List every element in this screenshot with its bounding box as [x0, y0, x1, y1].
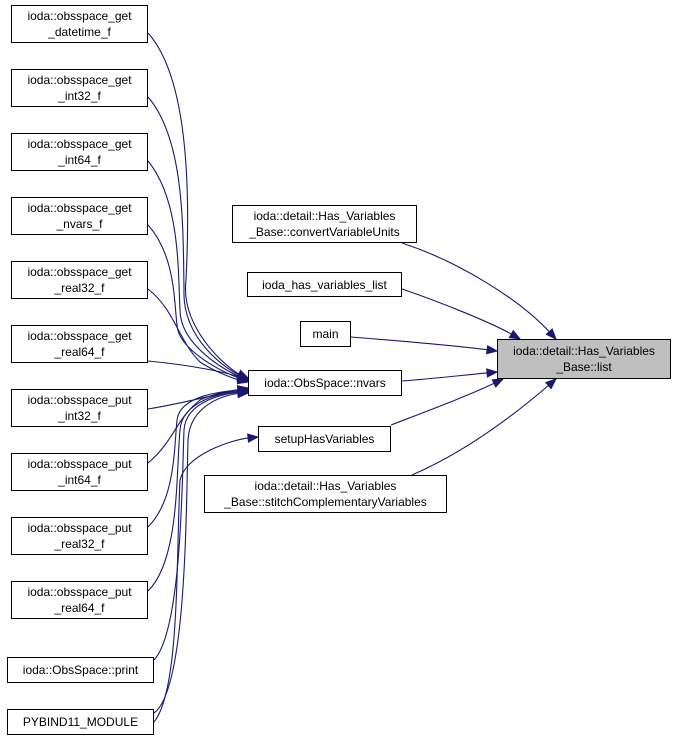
- edge-stitch-to-list: [411, 378, 558, 476]
- node-label: ioda::ObsSpace::print: [22, 663, 139, 677]
- node-label: ioda::detail::Has_Variables _Base::stitc…: [224, 479, 427, 509]
- node-label: setupHasVariables: [274, 432, 375, 446]
- node-get-int32[interactable]: ioda::obsspace_get _int32_f: [11, 69, 148, 107]
- node-label: ioda::obsspace_put _real64_f: [27, 585, 132, 615]
- node-label: ioda::obsspace_get _real64_f: [27, 329, 132, 359]
- node-put-real32[interactable]: ioda::obsspace_put _real32_f: [11, 517, 148, 555]
- node-nvars[interactable]: ioda::ObsSpace::nvars: [248, 370, 402, 396]
- node-label: PYBIND11_MODULE: [22, 715, 139, 729]
- node-label: ioda::obsspace_put _real32_f: [27, 521, 132, 551]
- node-list: ioda::detail::Has_Variables _Base::list: [497, 339, 671, 379]
- node-has-vars-list[interactable]: ioda_has_variables_list: [247, 272, 402, 297]
- node-label: ioda::obsspace_put _int64_f: [27, 457, 132, 487]
- node-convert-units[interactable]: ioda::detail::Has_Variables _Base::conve…: [232, 205, 417, 243]
- edge-get_real64-to-nvars: [147, 360, 250, 382]
- edge-setup-to-list: [390, 378, 505, 426]
- node-label: ioda::obsspace_get _real32_f: [27, 265, 132, 295]
- node-obs-print[interactable]: ioda::ObsSpace::print: [7, 657, 154, 683]
- node-pybind[interactable]: PYBIND11_MODULE: [7, 709, 154, 735]
- edge-pybind-to-nvars: [153, 388, 250, 714]
- node-get-int64[interactable]: ioda::obsspace_get _int64_f: [11, 133, 148, 171]
- edge-main-to-list: [350, 336, 499, 355]
- node-label: ioda::obsspace_get _datetime_f: [27, 9, 132, 39]
- node-label: ioda_has_variables_list: [262, 277, 387, 292]
- node-put-int32[interactable]: ioda::obsspace_put _int32_f: [11, 389, 148, 427]
- edge-convert_units-to-list: [401, 242, 557, 340]
- edge-nvars-to-list: [401, 368, 499, 382]
- node-label: main: [312, 327, 339, 341]
- edge-get_nvars-to-nvars: [147, 224, 250, 383]
- node-setup[interactable]: setupHasVariables: [258, 426, 391, 452]
- edge-get_int64-to-nvars: [147, 160, 250, 381]
- node-get-datetime[interactable]: ioda::obsspace_get _datetime_f: [11, 5, 148, 43]
- node-put-real64[interactable]: ioda::obsspace_put _real64_f: [11, 581, 148, 619]
- edge-has_vars_list-to-list: [401, 288, 522, 340]
- node-label: ioda::obsspace_get _int64_f: [27, 137, 132, 167]
- edge-pybind-to-setup: [153, 433, 260, 723]
- edge-put_int64-to-nvars: [147, 385, 250, 464]
- node-label: ioda::detail::Has_Variables _Base::list: [513, 344, 655, 374]
- node-label: ioda::obsspace_get _int32_f: [27, 73, 132, 103]
- node-label: ioda::ObsSpace::nvars: [264, 376, 386, 390]
- node-get-real64[interactable]: ioda::obsspace_get _real64_f: [11, 325, 148, 363]
- node-put-int64[interactable]: ioda::obsspace_put _int64_f: [11, 453, 148, 491]
- node-get-real32[interactable]: ioda::obsspace_get _real32_f: [11, 261, 148, 299]
- edge-obs_print-to-nvars: [153, 387, 250, 661]
- node-main[interactable]: main: [300, 321, 351, 347]
- call-edges: [147, 32, 558, 723]
- node-stitch[interactable]: ioda::detail::Has_Variables _Base::stitc…: [204, 475, 447, 513]
- node-label: ioda::obsspace_get _nvars_f: [27, 201, 132, 231]
- node-label: ioda::detail::Has_Variables _Base::conve…: [249, 209, 400, 239]
- node-get-nvars[interactable]: ioda::obsspace_get _nvars_f: [11, 197, 148, 235]
- node-label: ioda::obsspace_put _int32_f: [27, 393, 132, 423]
